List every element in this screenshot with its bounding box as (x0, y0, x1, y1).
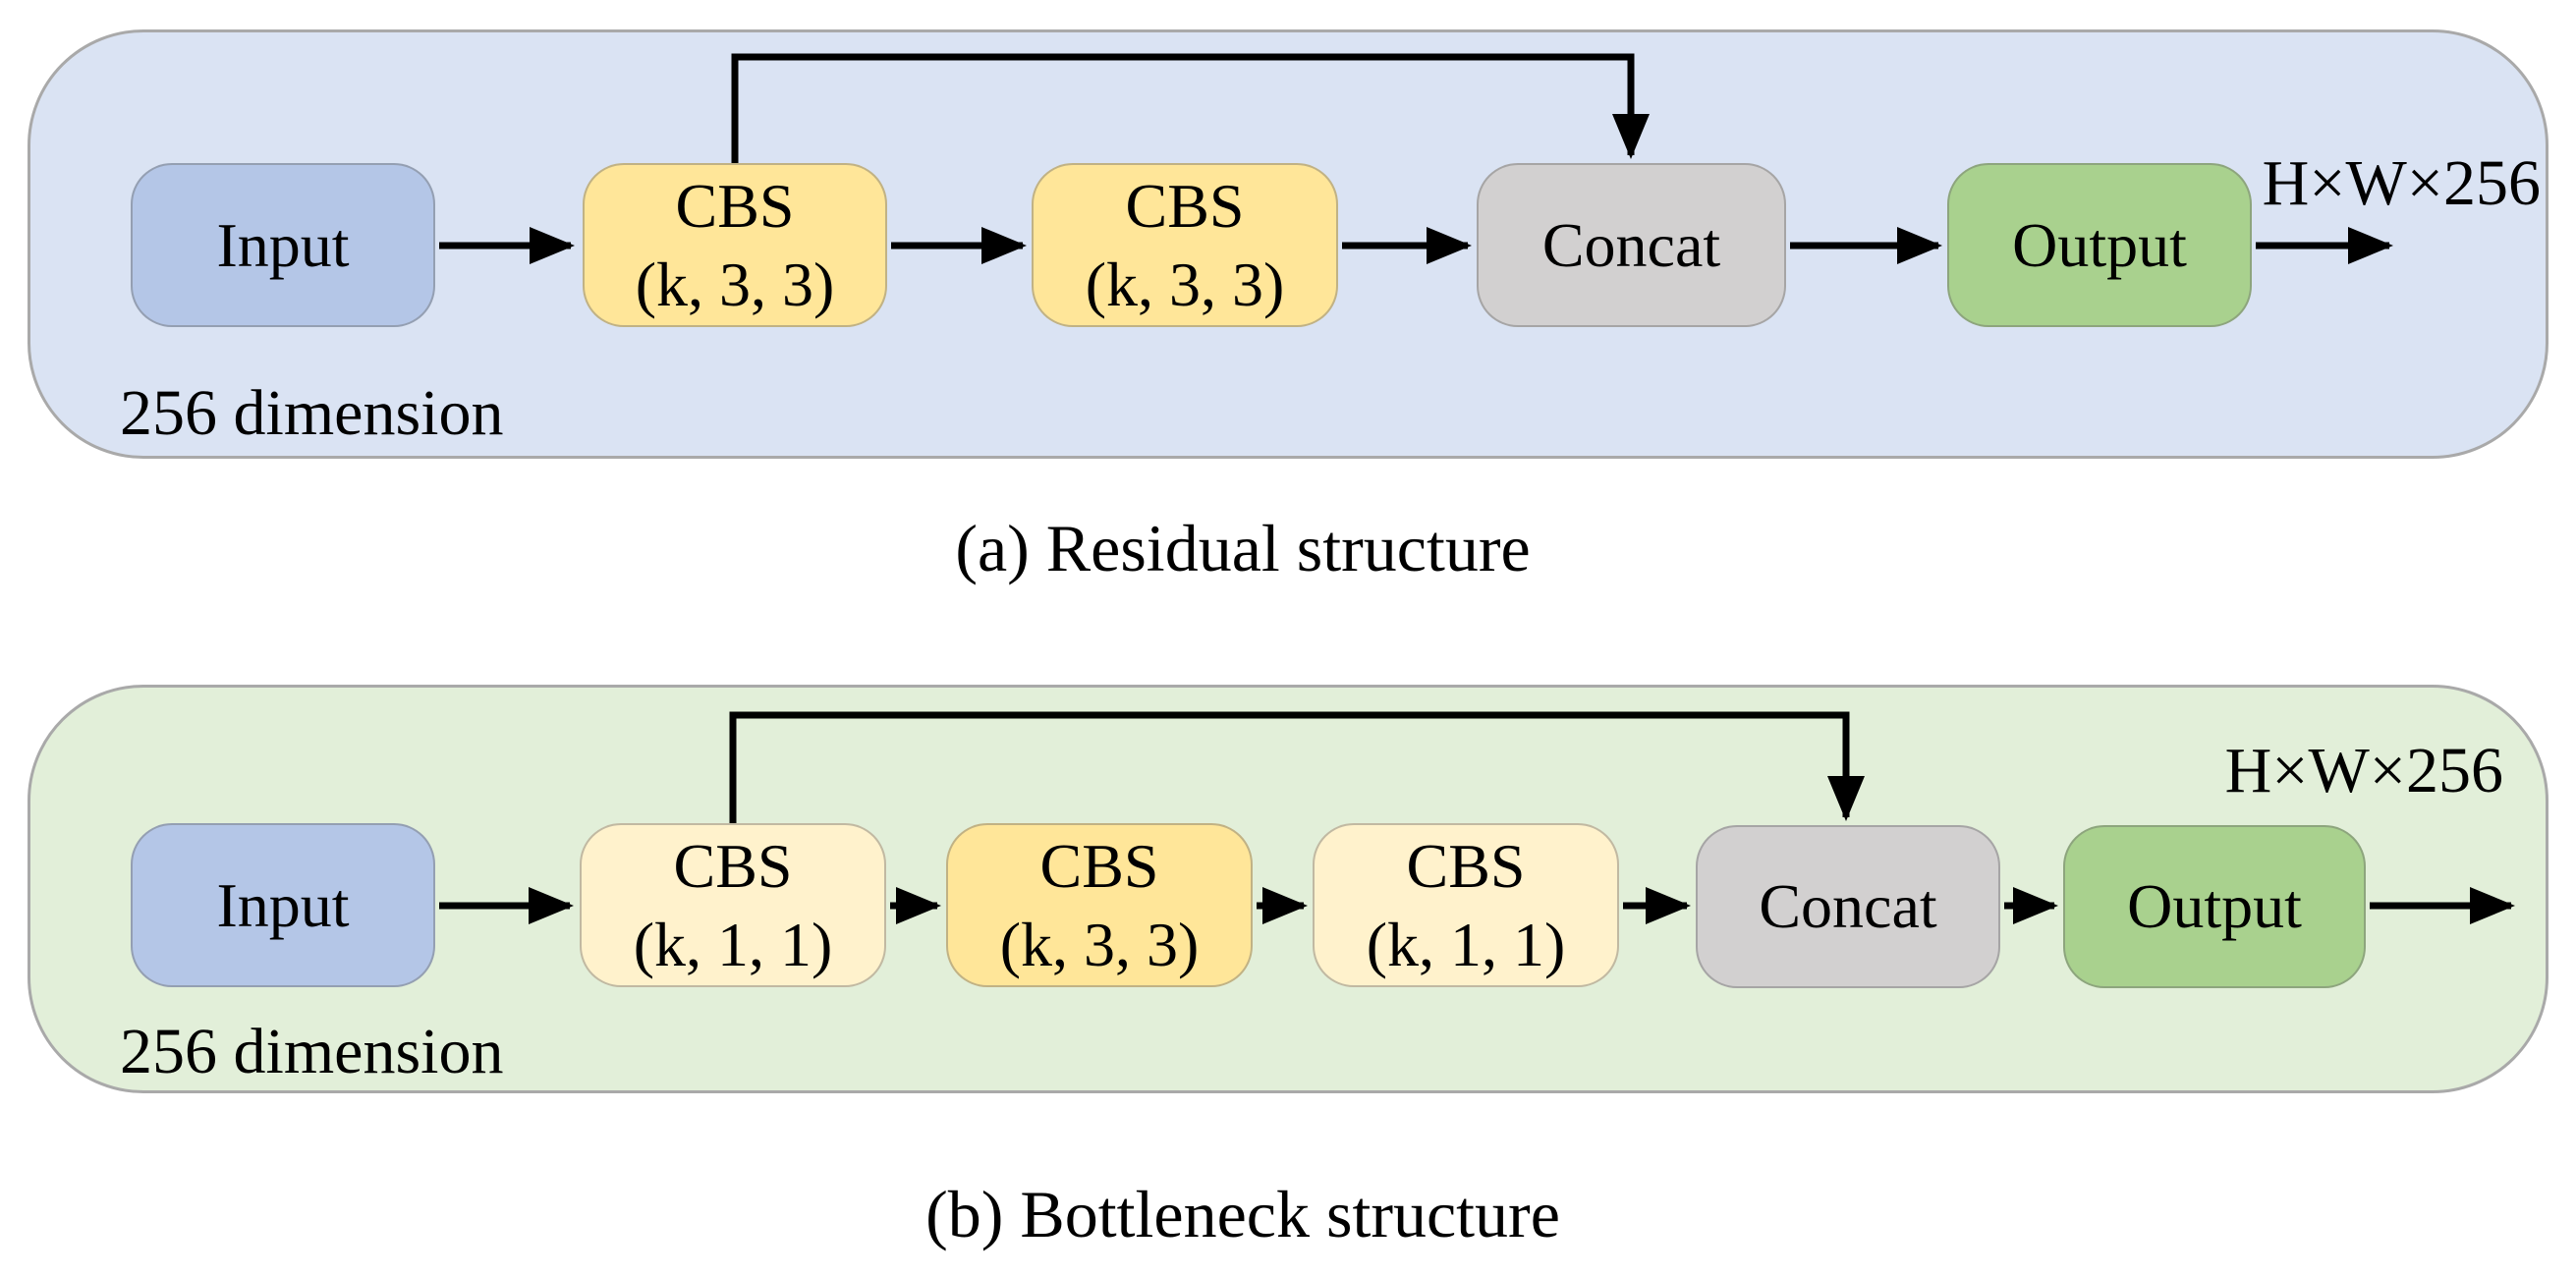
concat-node-b: Concat (1696, 825, 2000, 988)
input-label-a: Input (216, 209, 350, 280)
concat-node-a: Concat (1477, 163, 1786, 327)
input-node-a: Input (131, 163, 435, 327)
cbs3-label-b: CBS (1406, 830, 1526, 901)
cbs1-params-a: (k, 3, 3) (635, 249, 835, 319)
output-label-b: Output (2127, 871, 2302, 941)
input-label-b: Input (216, 869, 350, 940)
output-node-a: Output (1947, 163, 2252, 327)
output-label-a: Output (2012, 209, 2187, 280)
output-shape-label-a: H×W×256 (2262, 147, 2541, 219)
cbs2-params-b: (k, 3, 3) (999, 909, 1200, 979)
cbs1-node-a: CBS (k, 3, 3) (583, 163, 887, 327)
cbs2-label-a: CBS (1125, 170, 1245, 241)
dimension-label-b: 256 dimension (120, 1016, 504, 1087)
cbs1-label-a: CBS (675, 170, 795, 241)
cbs2-node-a: CBS (k, 3, 3) (1032, 163, 1338, 327)
cbs2-label-b: CBS (1039, 830, 1159, 901)
concat-label-b: Concat (1759, 871, 1937, 941)
caption-residual: (a) Residual structure (955, 511, 1531, 585)
cbs1-params-b: (k, 1, 1) (633, 909, 833, 979)
cbs3-node-b: CBS (k, 1, 1) (1313, 823, 1619, 987)
cbs1-node-b: CBS (k, 1, 1) (580, 823, 886, 987)
cbs1-label-b: CBS (673, 830, 793, 901)
cbs3-params-b: (k, 1, 1) (1366, 909, 1566, 979)
output-node-b: Output (2063, 825, 2366, 988)
input-node-b: Input (131, 823, 435, 987)
output-shape-label-b: H×W×256 (2224, 735, 2503, 806)
cbs2-node-b: CBS (k, 3, 3) (946, 823, 1253, 987)
concat-label-a: Concat (1541, 209, 1721, 280)
cbs2-params-a: (k, 3, 3) (1085, 249, 1285, 319)
caption-bottleneck: (b) Bottleneck structure (925, 1177, 1560, 1251)
dimension-label-a: 256 dimension (120, 377, 504, 449)
